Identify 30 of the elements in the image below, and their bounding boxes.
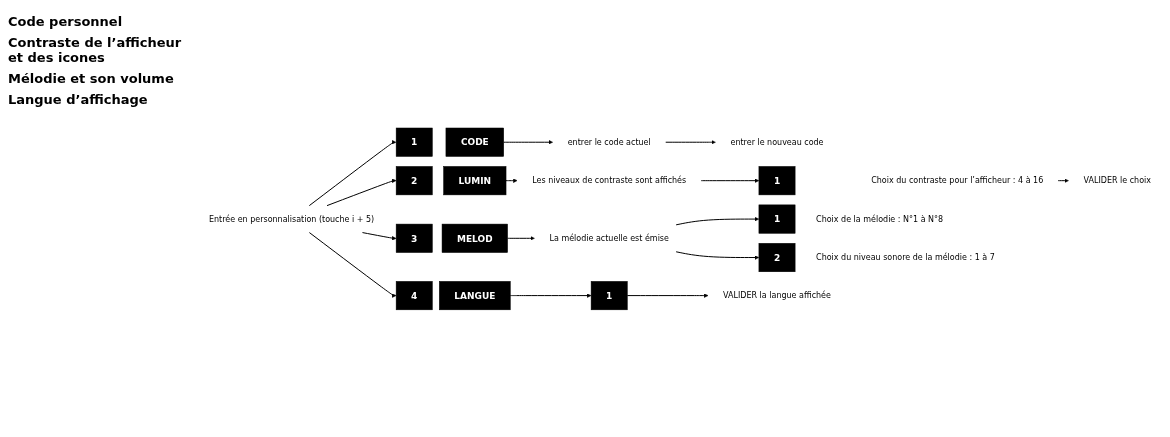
section-heading: Code personnel	[8, 14, 124, 29]
arrow	[700, 178, 760, 183]
arrow	[626, 293, 709, 298]
arrow	[507, 235, 535, 241]
section-heading: Langue d’affichage	[8, 92, 149, 107]
arrow	[675, 250, 760, 260]
section-heading: Contraste de l’afficheur et des icones	[8, 35, 182, 65]
node-box: LUMIN	[443, 165, 507, 195]
node-box: 1	[395, 127, 433, 157]
node-box: 4	[395, 280, 433, 310]
node-box: LANGUE	[439, 280, 511, 310]
node-box: 2	[758, 242, 796, 272]
arrow	[308, 139, 397, 206]
arrow	[505, 178, 518, 183]
arrow	[1057, 178, 1069, 183]
node-box: 1	[590, 280, 628, 310]
node-box: 3	[395, 223, 433, 253]
node-box: 1	[758, 204, 796, 234]
arrow	[675, 216, 760, 225]
arrow	[503, 139, 553, 144]
arrow	[308, 231, 397, 298]
node-box: MELOD	[441, 223, 508, 253]
arrow	[326, 178, 397, 206]
arrow	[665, 139, 716, 144]
section-heading: Mélodie et son volume	[8, 71, 175, 86]
arrow	[509, 293, 592, 298]
node-box: CODE	[445, 127, 504, 157]
node-box: 2	[395, 165, 433, 195]
node-box: 1	[758, 165, 796, 195]
arrow	[361, 231, 397, 241]
